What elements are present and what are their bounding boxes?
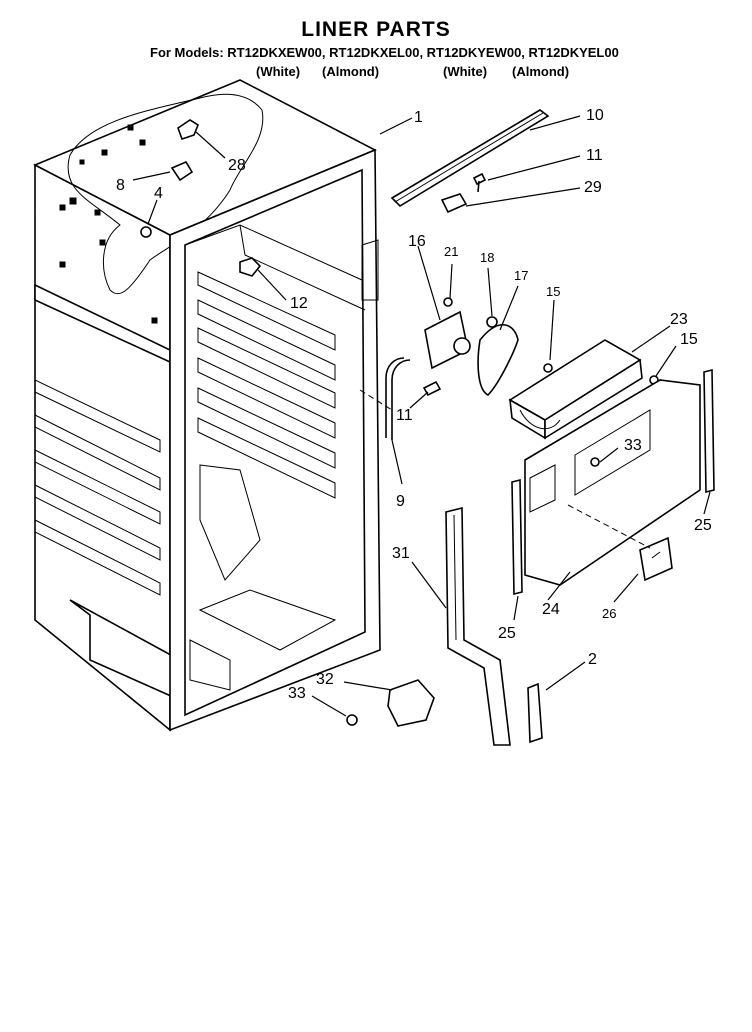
callout-25-right: 25 — [694, 517, 712, 534]
part-12-clip — [239, 257, 262, 277]
part-11-screw-top — [472, 172, 487, 193]
part-29-clip — [440, 193, 468, 214]
callout-9: 9 — [396, 493, 405, 510]
part-4-screw — [140, 226, 152, 238]
callout-11-mid: 11 — [396, 407, 413, 424]
models-line: For Models: RT12DKXEW00, RT12DKXEL00, RT… — [150, 45, 619, 60]
callout-1: 1 — [414, 109, 423, 126]
callout-4: 4 — [154, 185, 163, 202]
color-almond-1: (Almond) — [322, 64, 380, 79]
callout-15-right: 15 — [680, 331, 698, 348]
color-white-1: (White) — [256, 64, 301, 79]
part-25-strip-right — [703, 368, 715, 494]
leader-lines — [132, 115, 711, 717]
callout-8: 8 — [116, 177, 125, 194]
callout-17: 17 — [514, 268, 528, 283]
callout-10: 10 — [586, 107, 604, 124]
callout-2: 2 — [588, 651, 597, 668]
callout-32: 32 — [316, 671, 334, 688]
callout-11-top: 11 — [586, 147, 603, 164]
part-10-trim-strip — [390, 109, 550, 208]
part-23-evaporator-cover — [508, 339, 659, 440]
part-8-bracket — [170, 160, 194, 182]
part-2-bracket — [527, 682, 543, 744]
callout-31: 31 — [392, 545, 410, 562]
part-32-drain — [387, 679, 435, 727]
part-28-clip — [177, 119, 199, 141]
fan-motor-assembly — [385, 297, 553, 440]
callout-25-left: 25 — [498, 625, 516, 642]
part-33-screw-bottom — [346, 714, 358, 726]
callout-33-panel: 33 — [624, 437, 642, 454]
callout-23: 23 — [670, 311, 688, 328]
part-31-air-duct — [445, 506, 511, 746]
cabinet-liner — [33, 79, 381, 732]
callout-33-bottom: 33 — [288, 685, 306, 702]
callout-16: 16 — [408, 233, 426, 250]
callout-15-top: 15 — [546, 284, 560, 299]
part-25-strip-left — [511, 478, 523, 596]
part-24-back-panel — [524, 379, 701, 586]
callout-26: 26 — [602, 606, 616, 621]
page-title: LINER PARTS — [301, 18, 451, 41]
callout-24: 24 — [542, 601, 560, 618]
callout-12: 12 — [290, 295, 308, 312]
callout-29: 29 — [584, 179, 602, 196]
part-26-label — [639, 536, 673, 582]
color-white-2: (White) — [443, 64, 488, 79]
callout-21: 21 — [444, 244, 458, 259]
callout-18: 18 — [480, 250, 494, 265]
callout-28: 28 — [228, 157, 246, 174]
color-almond-2: (Almond) — [512, 64, 570, 79]
